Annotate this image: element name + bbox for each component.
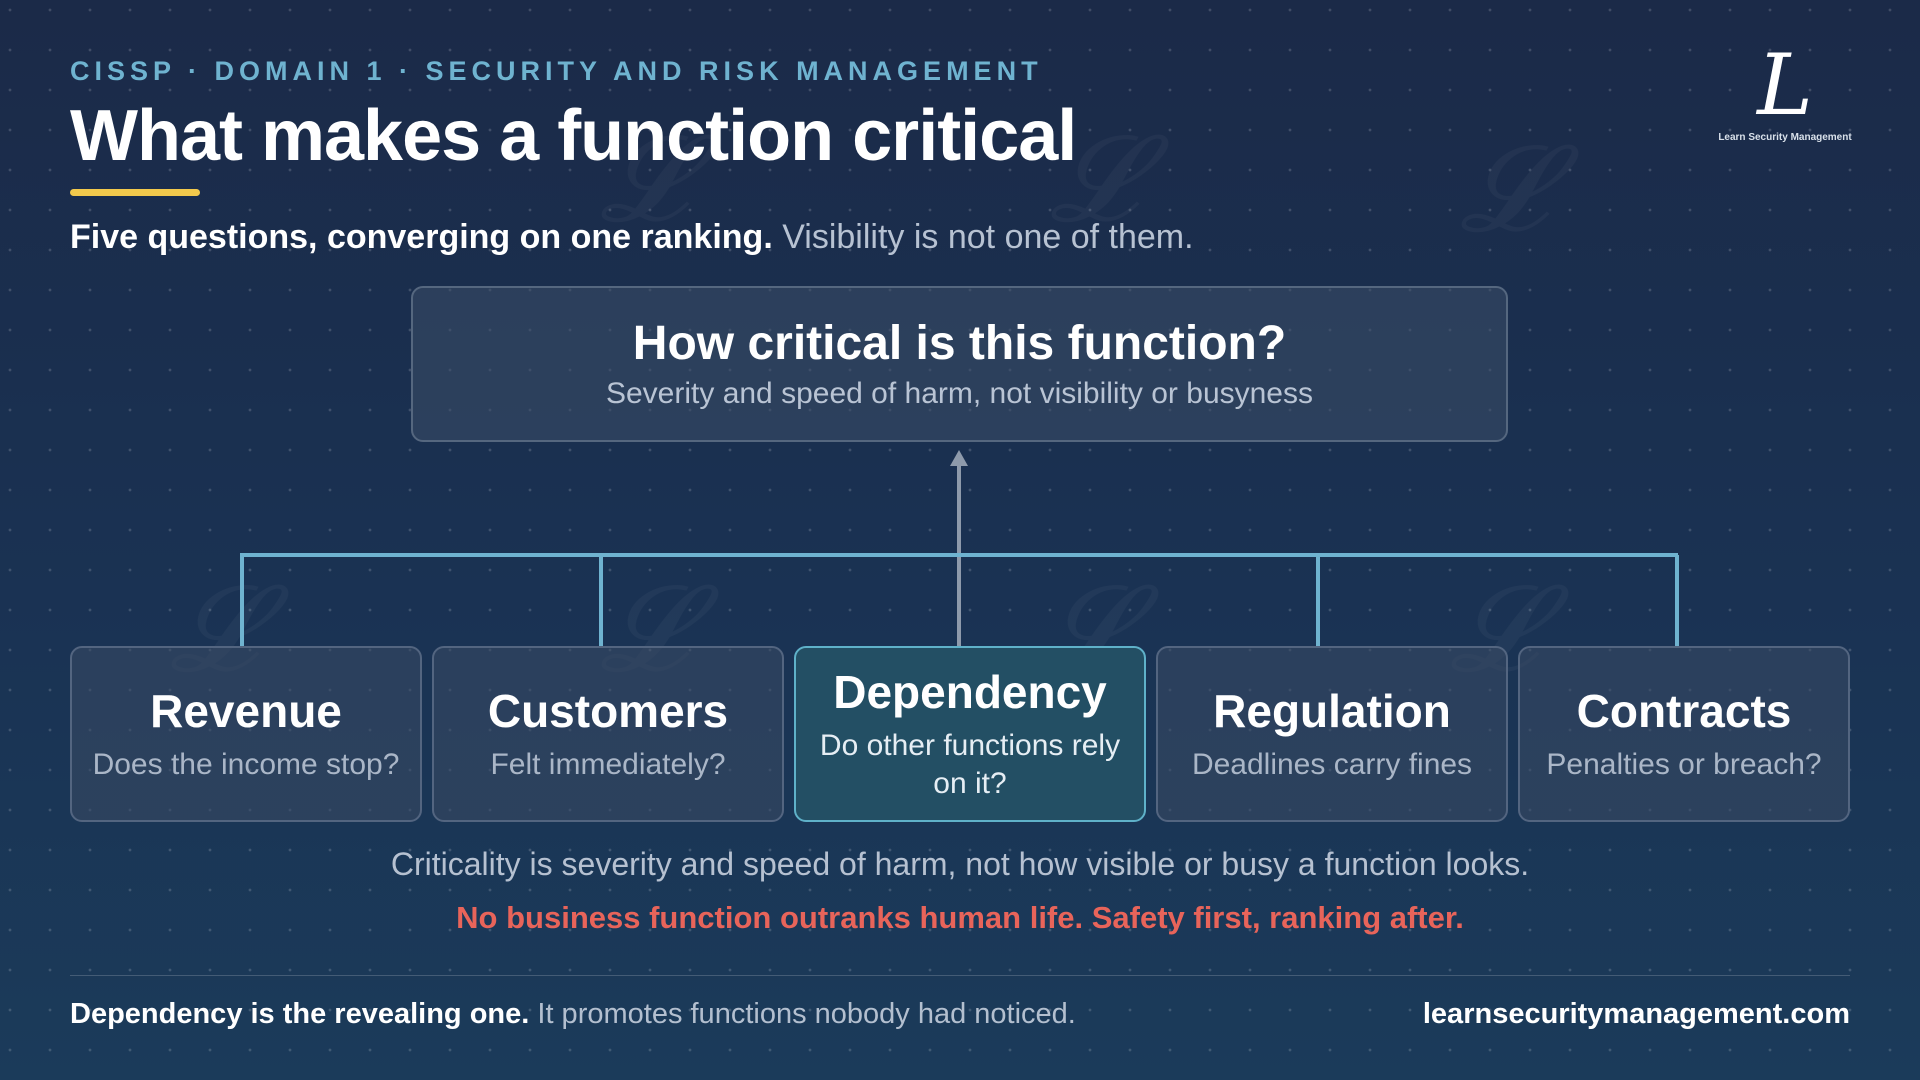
criterion-subtitle: Felt immediately? [490,748,726,781]
subtitle-rest: Visibility is not one of them. [782,218,1194,256]
logo-script-l-icon: L [1757,36,1813,134]
page-title: What makes a function critical [70,96,1077,176]
principle-note: Criticality is severity and speed of har… [390,846,1530,882]
criterion-subtitle: Penalties or breach? [1546,748,1822,781]
criterion-card-revenue: Revenue Does the income stop? [70,646,422,822]
criterion-title: Dependency [833,666,1107,718]
footer-takeaway-rest: It promotes functions nobody had noticed… [537,998,1076,1030]
footer-takeaway-bold: Dependency is the revealing one. [70,998,530,1030]
footer-website-link[interactable]: learnsecuritymanagement.com [1422,998,1850,1030]
criterion-subtitle: Do other functions rely on it? [819,729,1121,800]
title-underline [70,189,200,196]
root-question-box: How critical is this function? Severity … [411,286,1508,442]
page-subtitle: Five questions, converging on one rankin… [70,218,1194,257]
safety-warning: No business function outranks human life… [456,900,1464,935]
footer-takeaway: Dependency is the revealing one. It prom… [70,998,1076,1031]
course-kicker: CISSP · DOMAIN 1 · SECURITY AND RISK MAN… [70,56,1043,86]
criterion-subtitle: Deadlines carry fines [1191,748,1473,781]
brand-logo: L Learn Security Management [1700,40,1870,143]
criterion-title: Customers [487,685,729,737]
criterion-title: Revenue [150,685,342,737]
root-question-title: How critical is this function? [632,317,1287,370]
criterion-subtitle: Does the income stop? [92,748,400,781]
criterion-card-regulation: Regulation Deadlines carry fines [1156,646,1508,822]
criterion-card-dependency: Dependency Do other functions rely on it… [794,646,1146,822]
criterion-title: Contracts [1576,685,1792,737]
criterion-title: Regulation [1213,685,1451,737]
logo-text: Learn Security Management [1718,132,1852,143]
arrow-head-icon [950,450,968,466]
criterion-card-contracts: Contracts Penalties or breach? [1518,646,1850,822]
subtitle-bold: Five questions, converging on one rankin… [70,218,773,256]
footer-divider [70,975,1850,976]
criterion-card-customers: Customers Felt immediately? [432,646,784,822]
root-question-subtitle: Severity and speed of harm, not visibili… [605,377,1313,410]
